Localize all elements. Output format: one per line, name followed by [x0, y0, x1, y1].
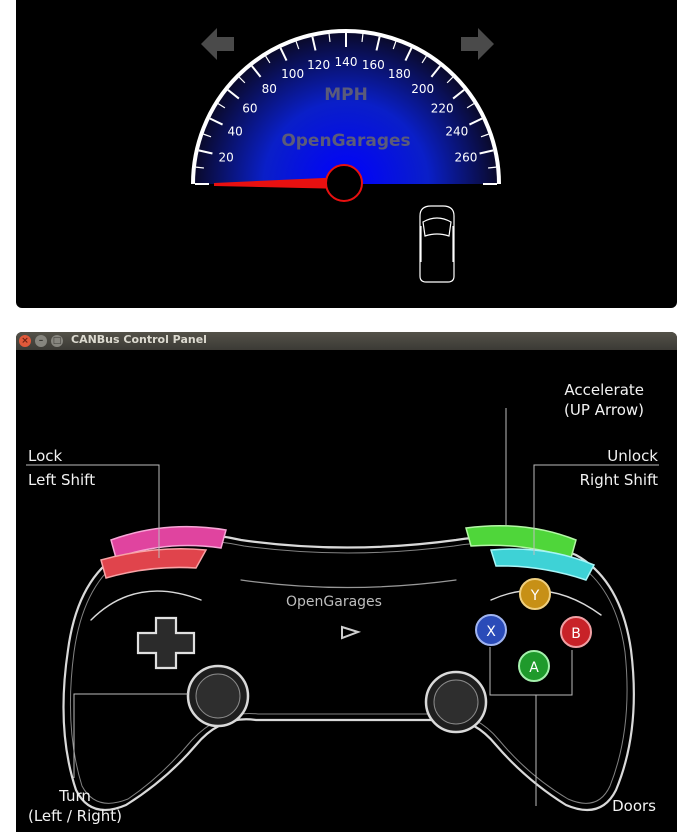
speedometer-tick-label: 140 — [335, 55, 358, 69]
speedometer-rim — [191, 29, 501, 185]
speedometer-tick — [295, 41, 300, 50]
speedometer-ticks — [195, 33, 497, 185]
speedometer-tick-label: 80 — [262, 82, 277, 96]
speedometer-tick — [480, 133, 489, 138]
lock-trigger-button[interactable] — [100, 548, 208, 579]
minimize-window-button[interactable]: – — [35, 335, 47, 347]
turn-key-label: (Left / Right) — [27, 807, 122, 825]
callout-lines — [26, 408, 659, 806]
start-button-icon[interactable] — [341, 625, 362, 640]
gamepad-canvas: OpenGarages Y X B A — [26, 408, 659, 812]
accelerate-key-label: (UP Arrow) — [564, 401, 644, 419]
speedometer-tick — [421, 55, 427, 64]
speedometer-tick — [251, 65, 262, 78]
speedometer-tick — [468, 117, 483, 126]
speedometer-tick — [361, 33, 364, 42]
speedometer-tick — [265, 55, 271, 64]
speedometer-face — [193, 31, 499, 184]
speedometer-tick-label: 40 — [228, 125, 243, 139]
speedometer-tick-label: 260 — [454, 151, 477, 165]
control-panel-window: × – □ CANBus Control Panel OpenGarages — [16, 332, 677, 832]
speedometer-tick — [430, 65, 441, 78]
speedometer-tick-label: 180 — [388, 67, 411, 81]
unlock-key-label: Right Shift — [579, 471, 658, 489]
a-button[interactable]: A — [518, 650, 550, 682]
lock-key-label: Left Shift — [28, 471, 96, 489]
maximize-window-button[interactable]: □ — [51, 335, 63, 347]
needle-hub — [325, 164, 363, 202]
speedometer-tick — [209, 117, 224, 126]
window-title: CANBus Control Panel — [71, 333, 207, 346]
speedometer-tick — [203, 133, 212, 138]
unlock-label: Unlock — [607, 447, 658, 465]
speedometer-tick — [311, 36, 317, 51]
speedometer-tick-label: 220 — [431, 101, 454, 115]
left-turn-arrow-icon — [201, 28, 234, 60]
speedometer-tick-label: 200 — [411, 82, 434, 96]
speedometer-tick — [466, 103, 475, 109]
speedometer-tick-label: 20 — [218, 151, 233, 165]
accelerate-label: Accelerate — [564, 381, 644, 399]
speedometer-tick — [392, 41, 397, 50]
a-button-label: A — [529, 660, 539, 676]
car-doors-icon — [419, 205, 455, 283]
speedometer-tick-label: 240 — [445, 125, 468, 139]
right-thumbstick-cap — [433, 679, 479, 725]
b-button-label: B — [571, 626, 581, 642]
speedometer-tick — [479, 149, 494, 155]
speedometer-tick — [452, 89, 465, 100]
b-button[interactable]: B — [560, 616, 592, 648]
lock-bumper-button[interactable] — [110, 525, 227, 559]
speedometer-tick-label: 160 — [362, 58, 385, 72]
unlock-trigger-button[interactable] — [490, 548, 596, 581]
x-button-label: X — [486, 624, 496, 640]
window-titlebar[interactable]: × – □ CANBus Control Panel — [16, 332, 677, 350]
speedometer-tick — [238, 76, 246, 84]
lock-label: Lock — [28, 447, 63, 465]
speedometer-tick — [227, 89, 240, 100]
dpad[interactable] — [136, 616, 196, 670]
speedometer-tick-label: 100 — [281, 67, 304, 81]
speedometer-tick — [198, 149, 213, 155]
speed-unit-label: MPH — [324, 85, 368, 105]
speedometer-needle — [214, 177, 346, 189]
speedometer-tick — [217, 103, 226, 109]
speedometer-tick-label: 60 — [242, 101, 257, 115]
speedometer-tick — [446, 76, 454, 84]
speedometer-brand: OpenGarages — [281, 131, 410, 151]
speedometer-tick-label: 120 — [307, 58, 330, 72]
right-turn-arrow-icon — [461, 28, 494, 60]
speedometer-tick — [404, 47, 413, 62]
x-button[interactable]: X — [475, 614, 507, 646]
speedometer-tick — [488, 166, 497, 169]
speedometer-tick — [375, 36, 381, 51]
speedometer-tick — [279, 47, 288, 62]
left-thumbstick-cap — [195, 673, 241, 719]
close-window-button[interactable]: × — [19, 335, 31, 347]
y-button[interactable]: Y — [519, 578, 551, 610]
speedometer-tick — [195, 166, 204, 169]
y-button-label: Y — [530, 588, 540, 604]
doors-label: Doors — [612, 797, 656, 815]
gamepad-brand: OpenGarages — [286, 594, 382, 610]
turn-label: Turn — [59, 787, 91, 805]
speedometer-tick — [328, 33, 331, 42]
